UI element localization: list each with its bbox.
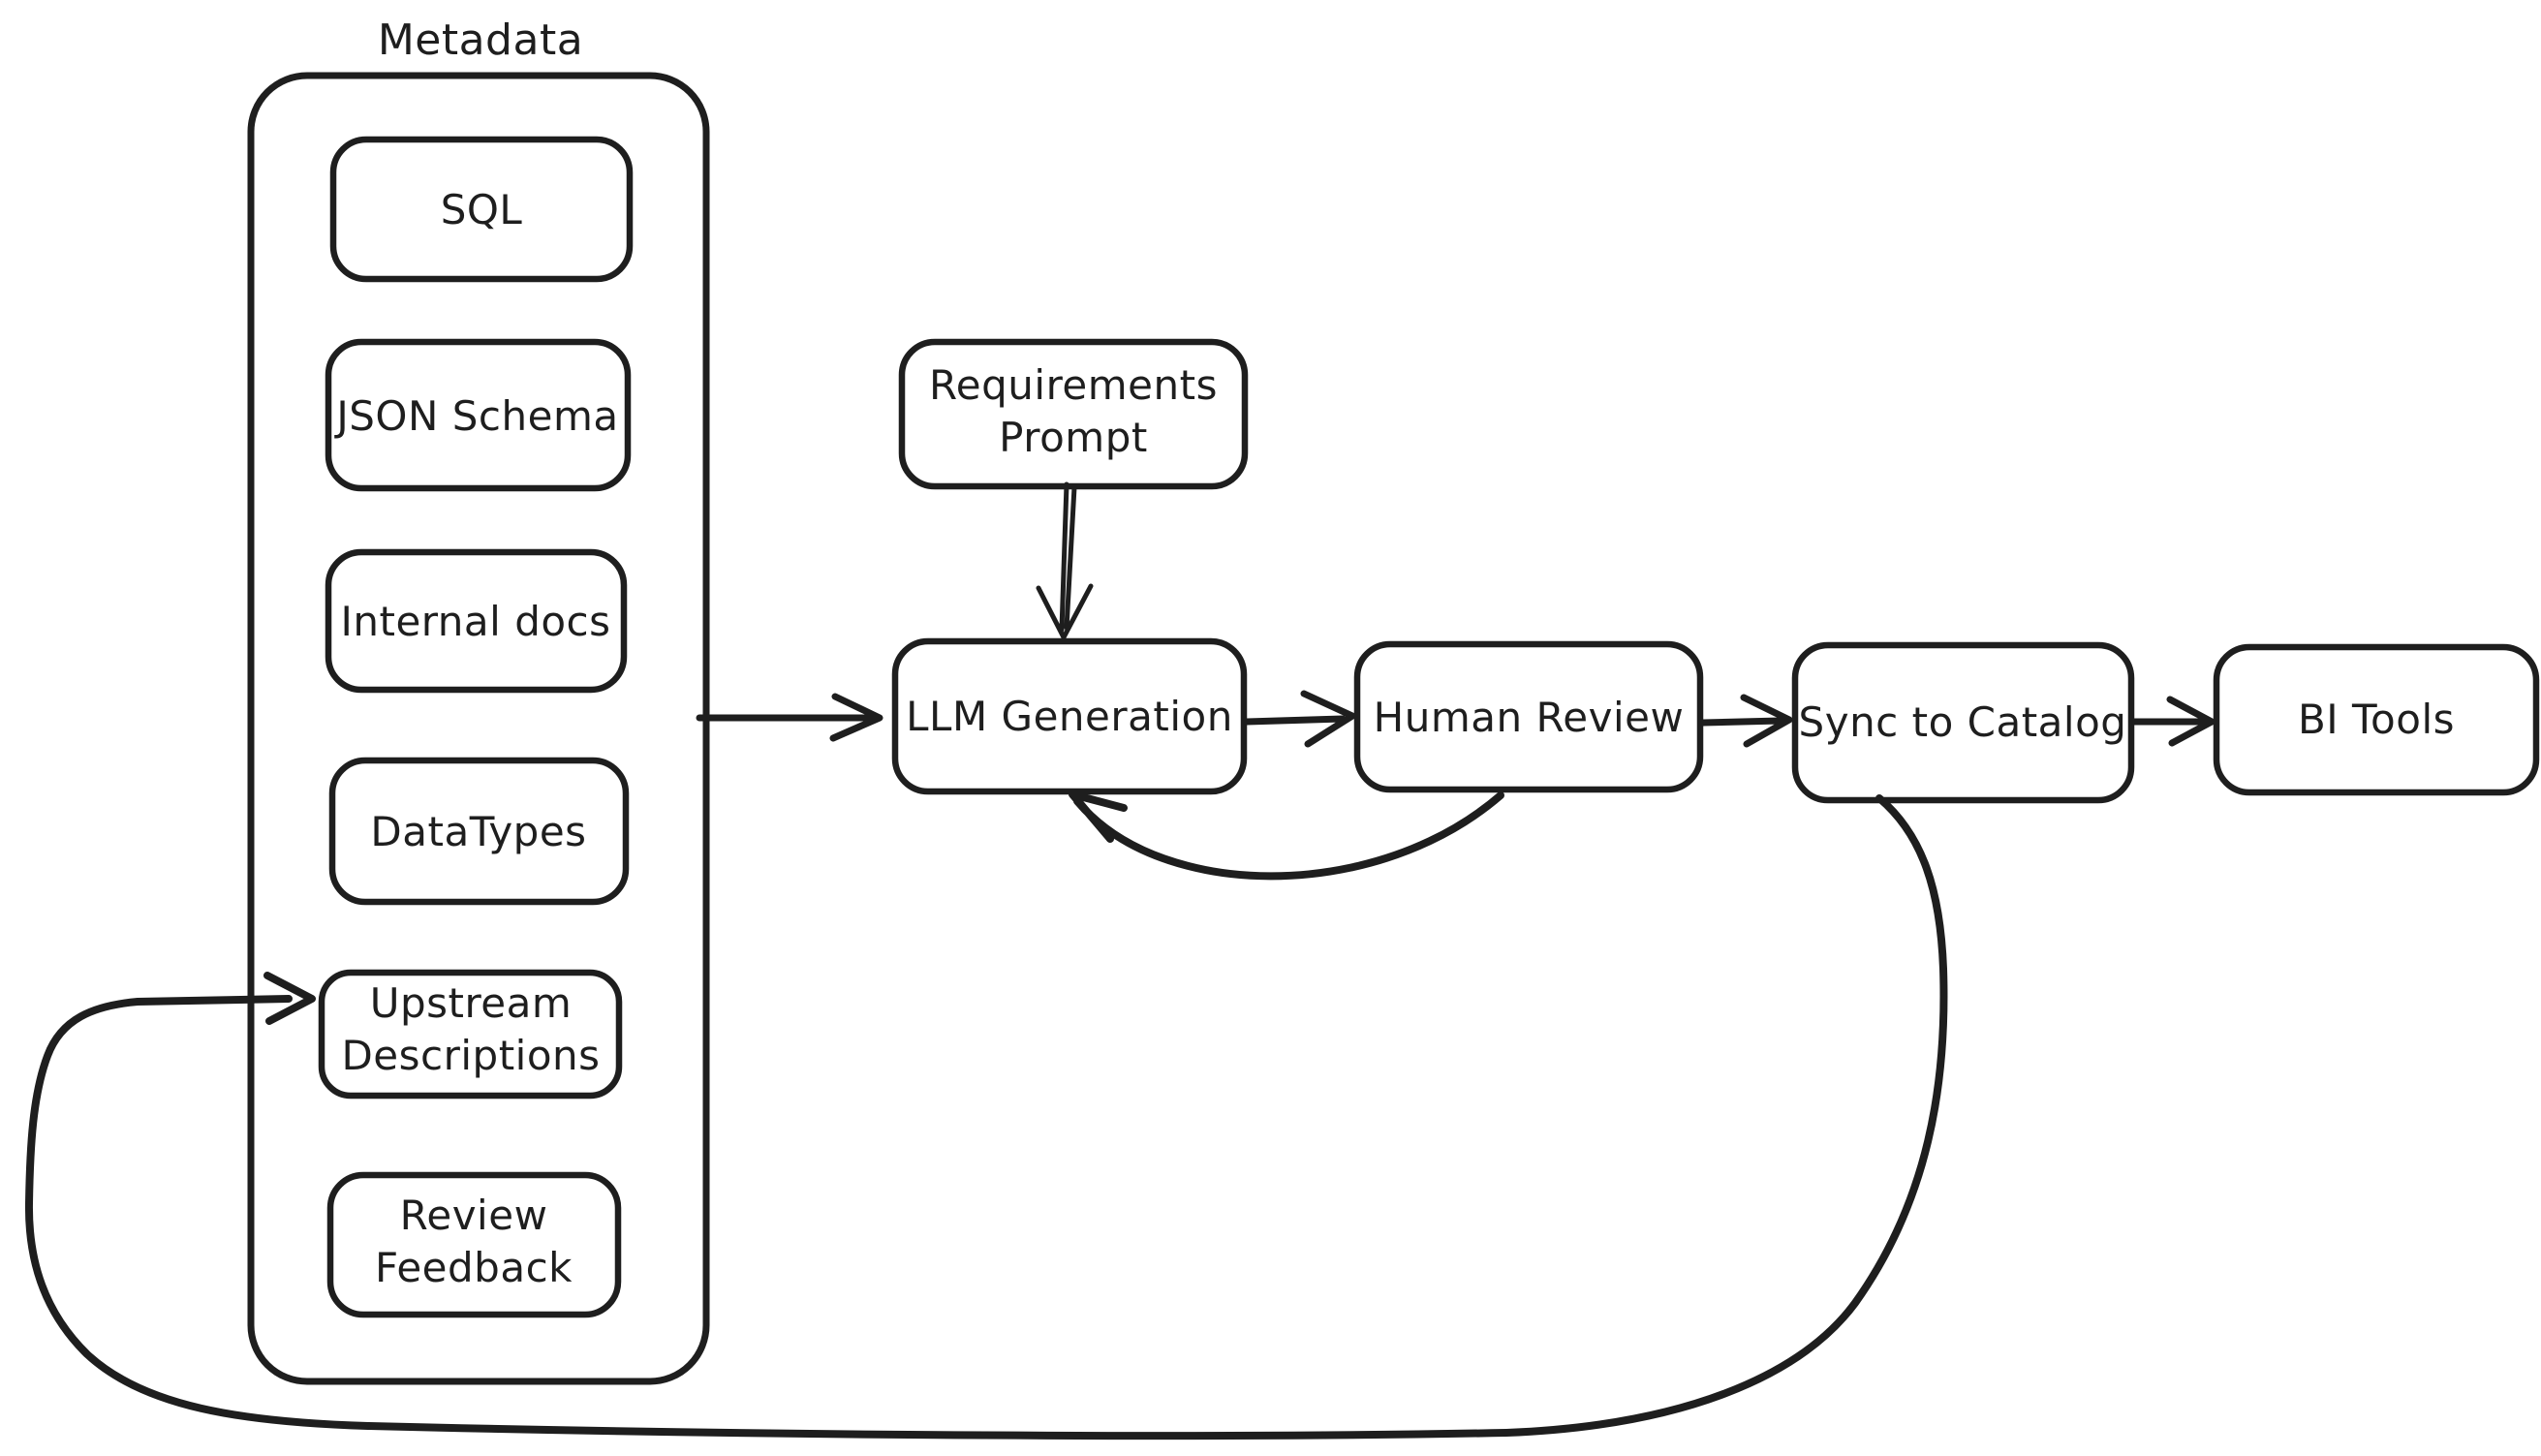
node-human-review-label: Human Review bbox=[1374, 694, 1685, 741]
node-json-schema-label: JSON Schema bbox=[333, 392, 618, 440]
node-internal-docs bbox=[325, 548, 628, 694]
node-llm-generation-label: LLM Generation bbox=[906, 693, 1233, 740]
edge-human-review-to-llm-generation-feedback bbox=[1069, 790, 1504, 881]
node-sql-label: SQL bbox=[441, 186, 523, 233]
node-datatypes bbox=[328, 757, 630, 906]
node-json-schema bbox=[325, 338, 632, 492]
node-llm-generation bbox=[891, 637, 1248, 795]
group-metadata-label: Metadata bbox=[378, 15, 583, 65]
edge-requirements-prompt-to-llm-generation bbox=[1036, 481, 1094, 640]
node-bi-tools-label: BI Tools bbox=[2298, 696, 2455, 743]
node-internal-docs-label: Internal docs bbox=[340, 598, 610, 645]
node-sql bbox=[329, 136, 634, 283]
edge-sync-to-catalog-to-upstream-descriptions-loop bbox=[24, 794, 1948, 1441]
node-datatypes-label: DataTypes bbox=[370, 808, 586, 855]
node-bi-tools bbox=[2213, 643, 2540, 796]
edge-metadata-to-llm-generation bbox=[696, 693, 883, 742]
edge-sync-to-catalog-to-bi-tools bbox=[2130, 696, 2216, 747]
group-metadata-container bbox=[247, 72, 710, 1385]
edge-human-review-to-sync-to-catalog bbox=[1699, 694, 1793, 748]
node-human-review bbox=[1353, 640, 1704, 793]
node-sync-to-catalog-label: Sync to Catalog bbox=[1799, 698, 2127, 746]
node-review-feedback bbox=[326, 1171, 622, 1318]
node-upstream-descriptions bbox=[318, 969, 623, 1100]
edge-llm-generation-to-human-review bbox=[1243, 690, 1356, 748]
